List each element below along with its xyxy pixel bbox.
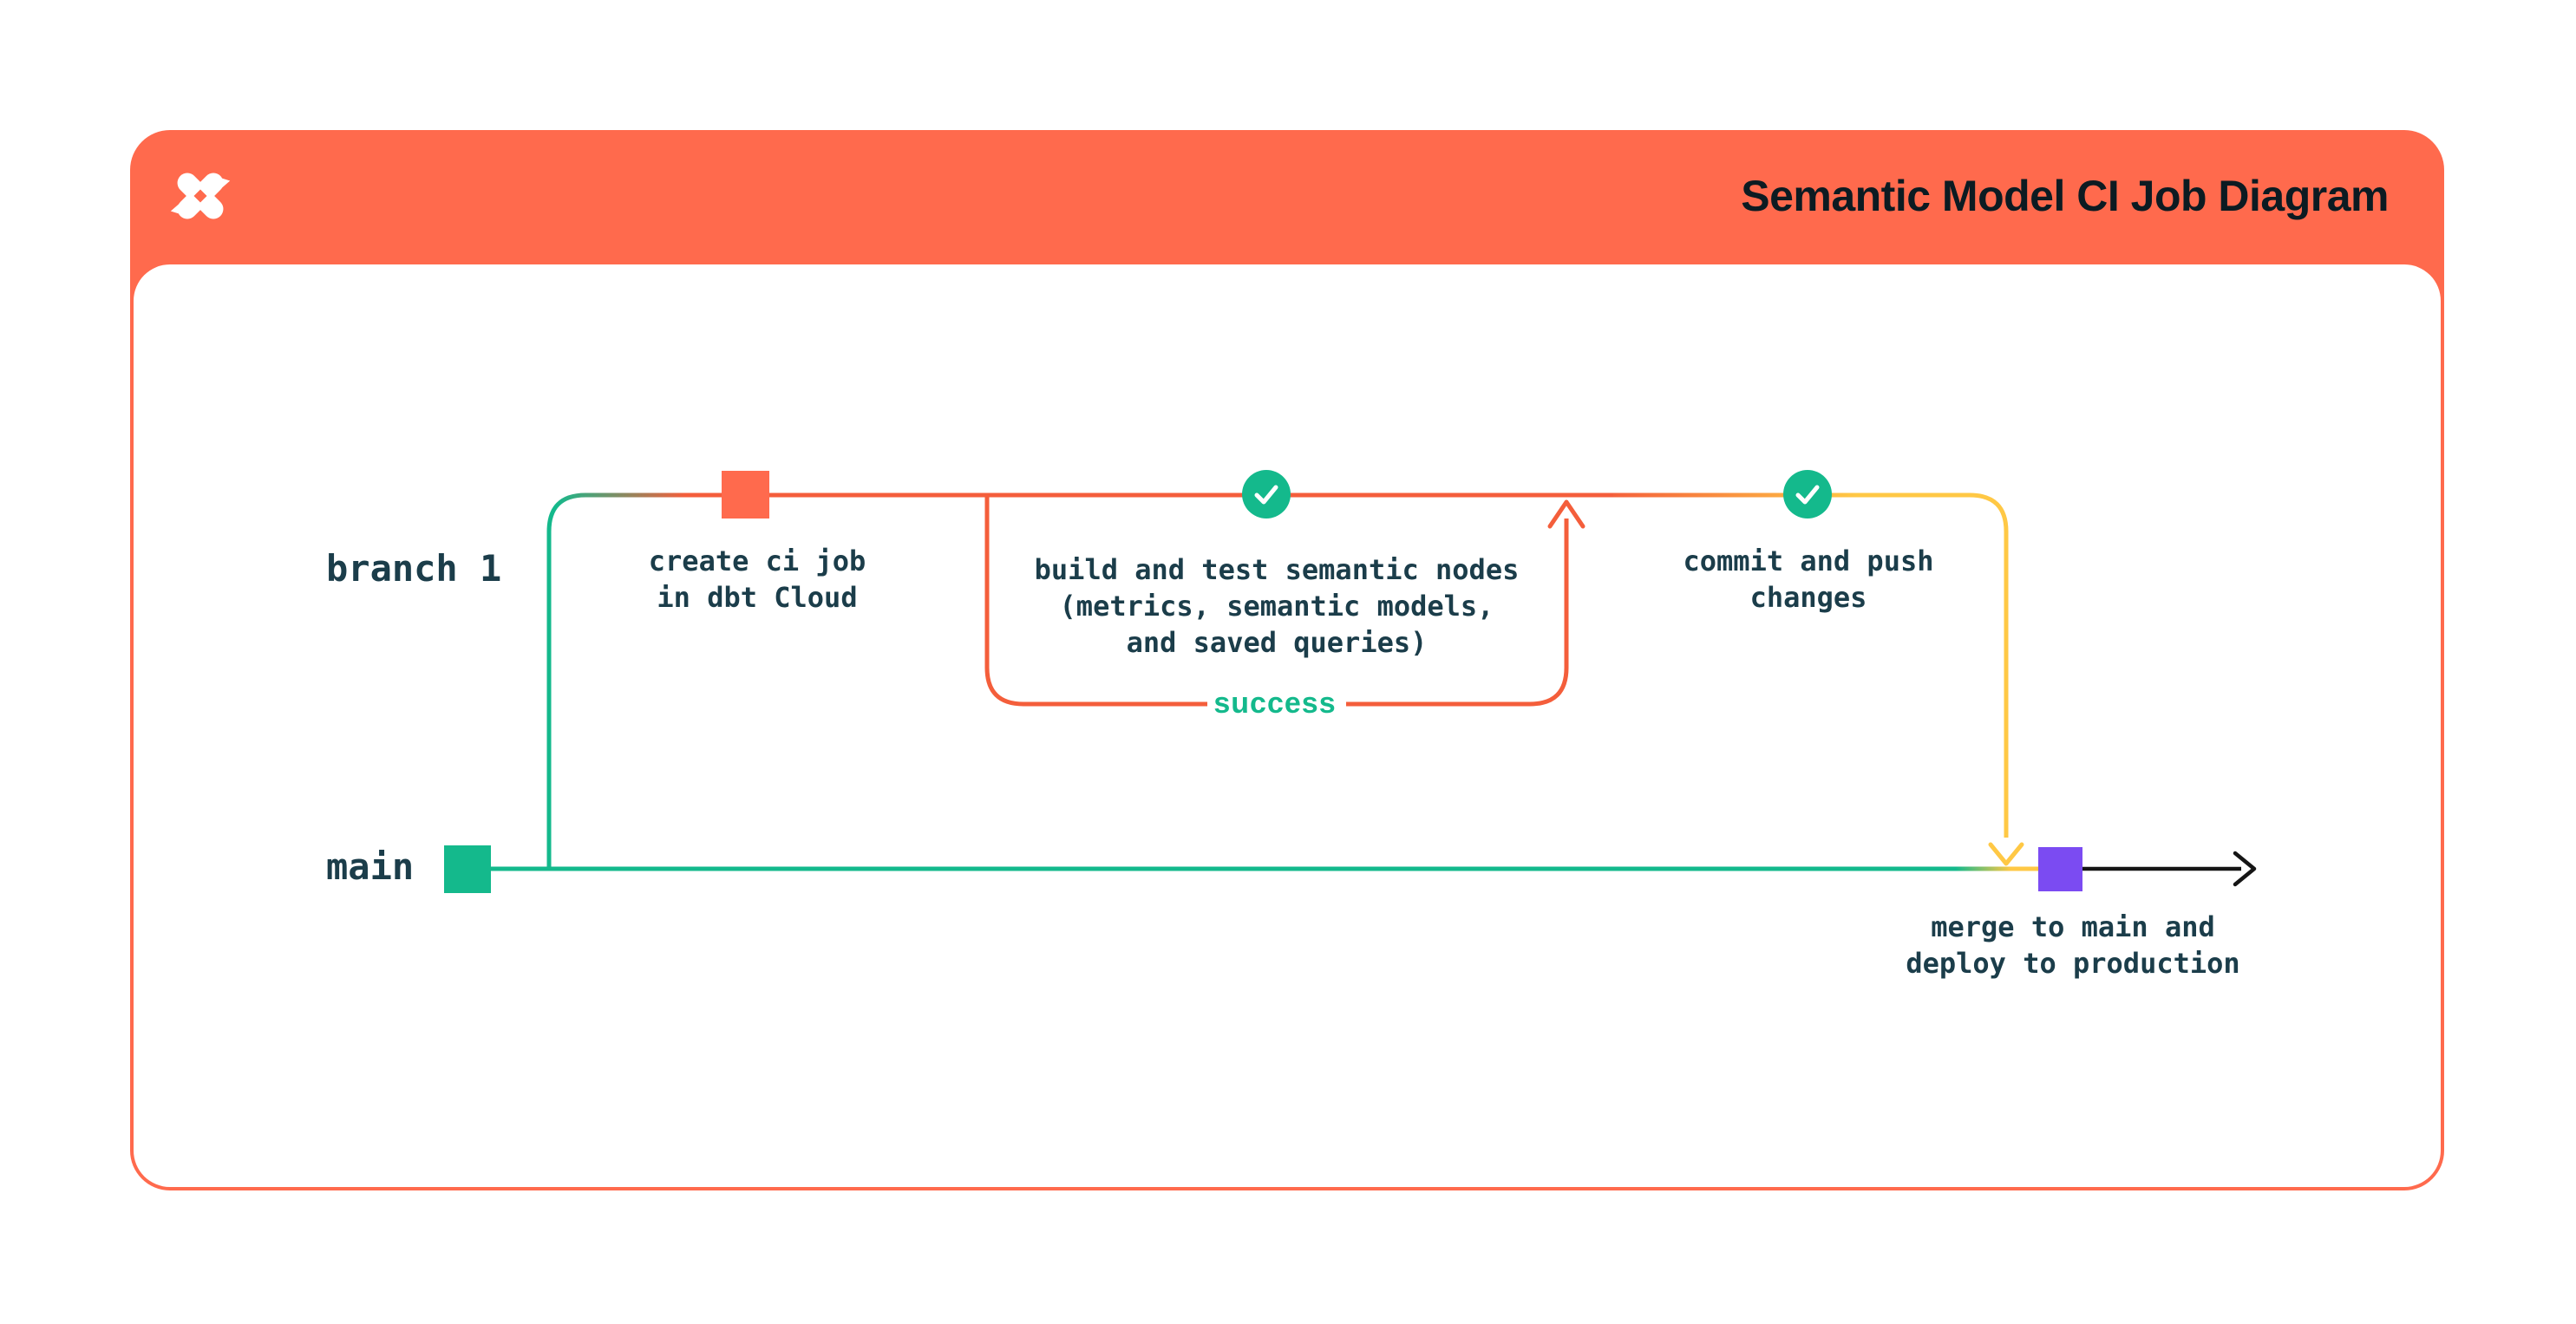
- step-merge-deploy-label: merge to main and deploy to production: [1906, 910, 2240, 980]
- deploy-arrowhead-icon: [2233, 851, 2257, 887]
- card-header: Semantic Model CI Job Diagram: [130, 130, 2444, 264]
- step-create-ci-label: create ci job in dbt Cloud: [648, 545, 866, 614]
- checkmark-glyph: [1795, 485, 1820, 505]
- checkmark-glyph: [1254, 485, 1278, 505]
- orange-commit-square: [722, 471, 769, 519]
- success-label: success: [1213, 687, 1337, 720]
- success-loop-left: [984, 495, 1207, 707]
- success-arrowhead-icon: [1547, 499, 1585, 529]
- branch1-line-end: [1613, 492, 2009, 838]
- step-commit-push-label: commit and push changes: [1683, 545, 1934, 614]
- diagram-card: Semantic Model CI Job Diagram: [130, 130, 2444, 1190]
- branch1-label: branch 1: [326, 547, 502, 590]
- step-build-test-label: build and test semantic nodes (metrics, …: [1034, 553, 1520, 659]
- check-icon: [1783, 470, 1832, 519]
- dbt-logo-icon: [170, 173, 231, 219]
- success-loop-right: [1346, 519, 1569, 707]
- check-icon: [1242, 470, 1291, 519]
- purple-commit-square: [2038, 847, 2082, 891]
- page-title: Semantic Model CI Job Diagram: [1741, 172, 2389, 220]
- branch1-line-start: [546, 492, 737, 867]
- main-label: main: [326, 845, 415, 888]
- card-body: [134, 264, 2441, 1187]
- green-commit-square: [444, 845, 491, 893]
- merge-arrowhead-icon: [1988, 842, 2024, 866]
